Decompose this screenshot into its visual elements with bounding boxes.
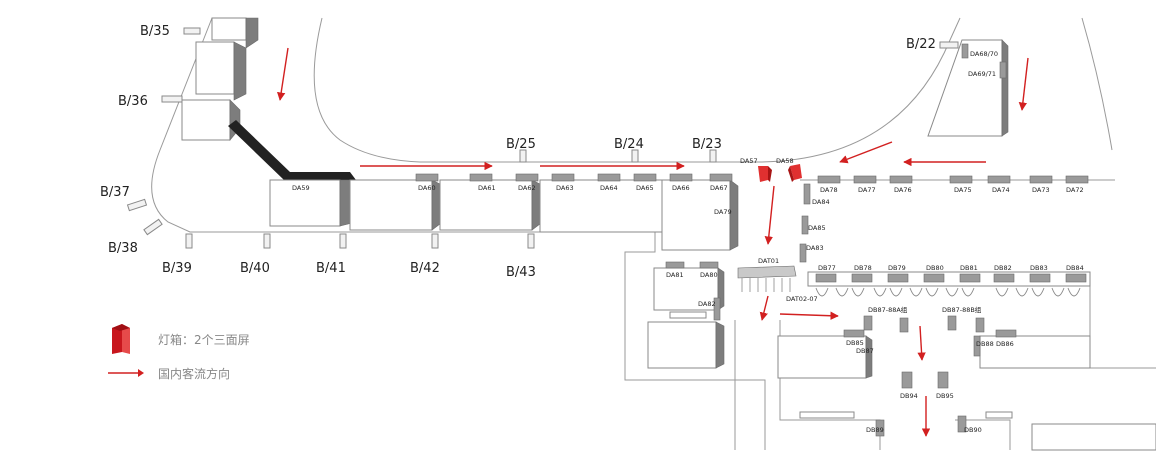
store-da69-71: DA69/71 — [968, 70, 996, 78]
store-db83: DB83 — [1030, 264, 1048, 272]
gate-b35: B/35 — [140, 24, 170, 39]
map-legend: 灯箱：2个三面屏 国内客流方向 — [108, 324, 250, 394]
gate-b39: B/39 — [162, 261, 192, 276]
gate-b22: B/22 — [906, 37, 936, 52]
store-da64: DA64 — [600, 184, 618, 192]
store-db90: DB90 — [964, 426, 982, 434]
lightbox-da58 — [788, 164, 802, 182]
store-db94: DB94 — [900, 392, 918, 400]
highlight-wall — [228, 120, 356, 180]
gate-b38: B/38 — [108, 241, 138, 256]
store-db82: DB82 — [994, 264, 1012, 272]
lower-left-buildings — [647, 261, 725, 369]
store-da82: DA82 — [698, 300, 716, 308]
store-db84: DB84 — [1066, 264, 1084, 272]
store-dat02-07: DAT02-07 — [786, 295, 818, 303]
store-db85: DB85 — [846, 339, 864, 347]
store-db95: DB95 — [936, 392, 954, 400]
lightbox-da57 — [758, 166, 772, 182]
store-da78: DA78 — [820, 186, 838, 194]
gate-b40: B/40 — [240, 261, 270, 276]
gate-b25: B/25 — [506, 137, 536, 152]
store-da72: DA72 — [1066, 186, 1084, 194]
store-db86: DB86 — [996, 340, 1014, 348]
store-da85: DA85 — [808, 224, 826, 232]
left-pier-buildings — [181, 17, 357, 227]
store-db78: DB78 — [854, 264, 872, 272]
store-db89: DB89 — [866, 426, 884, 434]
store-da62: DA62 — [518, 184, 536, 192]
store-da57: DA57 — [740, 157, 758, 165]
store-da68-70: DA68/70 — [970, 50, 998, 58]
store-da77: DA77 — [858, 186, 876, 194]
store-da63: DA63 — [556, 184, 574, 192]
store-da61: DA61 — [478, 184, 496, 192]
store-db79: DB79 — [888, 264, 906, 272]
store-db87: DB87 — [856, 347, 874, 355]
store-db77: DB77 — [818, 264, 836, 272]
store-db80: DB80 — [926, 264, 944, 272]
store-da83: DA83 — [806, 244, 824, 252]
gate-b43: B/43 — [506, 265, 536, 280]
store-da81: DA81 — [666, 271, 684, 279]
flow-arrow-icon — [108, 369, 144, 377]
gate-labels: B/35 B/36 B/37 B/38 B/39 B/40 B/41 B/42 … — [100, 24, 936, 280]
store-db87-88a: DB87-88A组 — [868, 305, 908, 314]
store-da80: DA80 — [700, 271, 718, 279]
legend-flow-label: 国内客流方向 — [158, 366, 231, 381]
store-da59: DA59 — [292, 184, 310, 192]
store-da79: DA79 — [714, 208, 732, 216]
store-da74: DA74 — [992, 186, 1010, 194]
store-da75: DA75 — [954, 186, 972, 194]
db-row — [807, 271, 1091, 297]
flow-arrows — [276, 47, 1029, 437]
store-da84: DA84 — [812, 198, 830, 206]
gate-b41: B/41 — [316, 261, 346, 276]
store-db88: DB88 — [976, 340, 994, 348]
corridor-buildings — [349, 173, 1089, 263]
store-da73: DA73 — [1032, 186, 1050, 194]
gate-b36: B/36 — [118, 94, 148, 109]
store-db87-88b: DB87-88B组 — [942, 305, 982, 314]
store-da66: DA66 — [672, 184, 690, 192]
dat01-block — [737, 265, 797, 292]
gate-b37: B/37 — [100, 185, 130, 200]
store-da60: DA60 — [418, 184, 436, 192]
light-boxes — [758, 164, 802, 182]
store-da58: DA58 — [776, 157, 794, 165]
lower-mid-buildings — [777, 315, 1156, 451]
store-db81: DB81 — [960, 264, 978, 272]
gate-b24: B/24 — [614, 137, 644, 152]
lightbox-icon — [112, 324, 130, 354]
legend-flow: 国内客流方向 — [108, 360, 250, 386]
store-da76: DA76 — [894, 186, 912, 194]
store-da65: DA65 — [636, 184, 654, 192]
top-right-pier — [927, 39, 1009, 137]
gate-b42: B/42 — [410, 261, 440, 276]
legend-lightbox-label: 灯箱：2个三面屏 — [158, 332, 250, 347]
store-dat01: DAT01 — [758, 257, 779, 265]
legend-lightbox: 灯箱：2个三面屏 — [108, 324, 250, 354]
gate-b23: B/23 — [692, 137, 722, 152]
gate-bridges — [126, 27, 959, 249]
store-da67: DA67 — [710, 184, 728, 192]
store-labels: DA59 DA60 DA61 DA62 DA63 DA64 DA65 DA66 … — [292, 50, 1084, 434]
